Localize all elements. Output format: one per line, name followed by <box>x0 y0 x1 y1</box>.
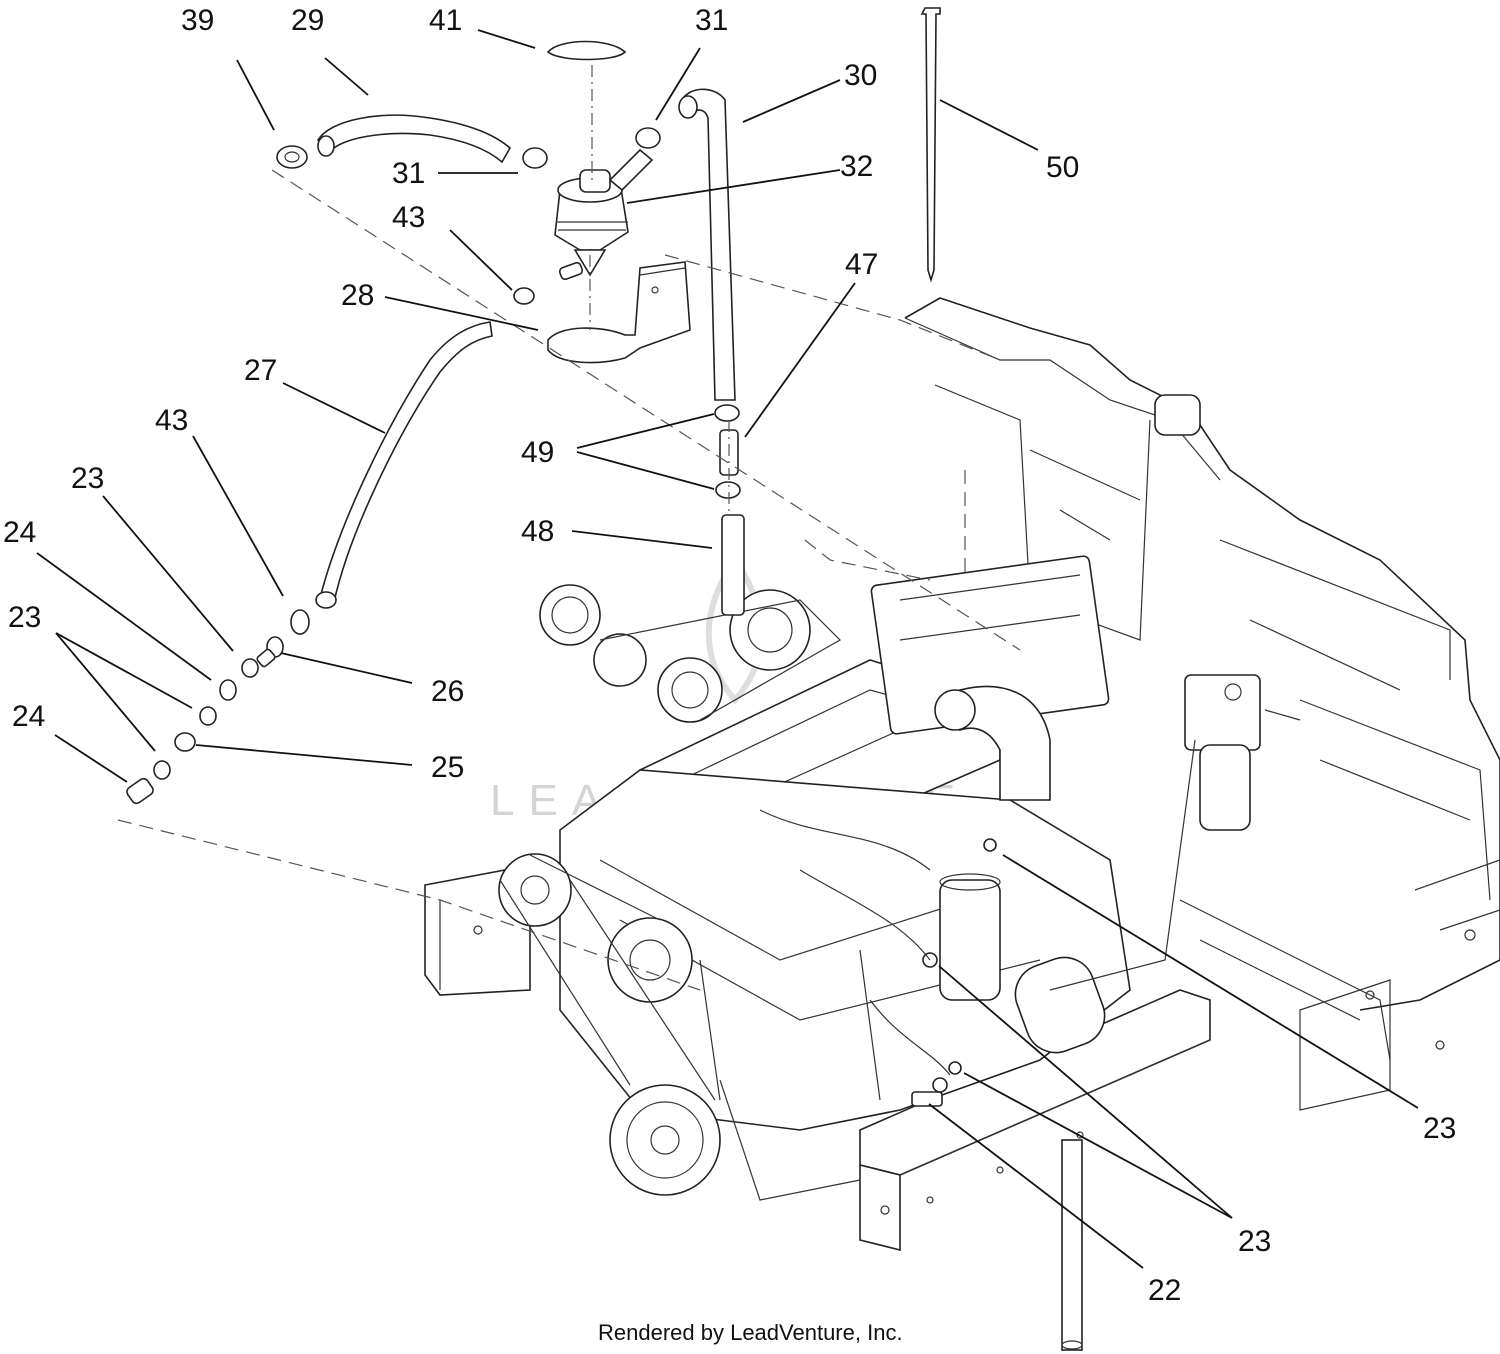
callout-22: 22 <box>1148 1274 1181 1307</box>
callout-29: 29 <box>291 4 324 37</box>
callout-50: 50 <box>1046 151 1079 184</box>
callout-48: 48 <box>521 515 554 548</box>
footer-credit: Rendered by LeadVenture, Inc. <box>598 1320 903 1345</box>
chassis-frame <box>424 297 1500 1351</box>
callout-23-bottom: 23 <box>1238 1225 1271 1258</box>
callout-25: 25 <box>431 751 464 784</box>
callout-labels: 39 29 41 31 30 50 31 32 43 47 28 27 43 4… <box>3 4 1456 1307</box>
centerlines <box>117 65 1021 991</box>
callout-49: 49 <box>521 436 554 469</box>
callout-27: 27 <box>244 354 277 387</box>
callout-31-top: 31 <box>695 4 728 37</box>
callout-26: 26 <box>431 675 464 708</box>
callout-41: 41 <box>429 4 462 37</box>
callout-24-upper: 24 <box>3 516 36 549</box>
callout-31-left: 31 <box>392 157 425 190</box>
callout-32: 32 <box>840 150 873 183</box>
callout-43-top: 43 <box>392 201 425 234</box>
callout-47: 47 <box>845 248 878 281</box>
callout-28: 28 <box>341 279 374 312</box>
callout-30: 30 <box>844 59 877 92</box>
callout-43-left: 43 <box>155 404 188 437</box>
callout-24-lower: 24 <box>12 700 45 733</box>
callout-23-middle: 23 <box>8 601 41 634</box>
callout-23-right: 23 <box>1423 1112 1456 1145</box>
callout-23-upper: 23 <box>71 462 104 495</box>
callout-39: 39 <box>181 4 214 37</box>
breather-assembly <box>126 7 941 805</box>
leader-lines <box>36 29 1419 1269</box>
engine <box>498 555 1301 1201</box>
